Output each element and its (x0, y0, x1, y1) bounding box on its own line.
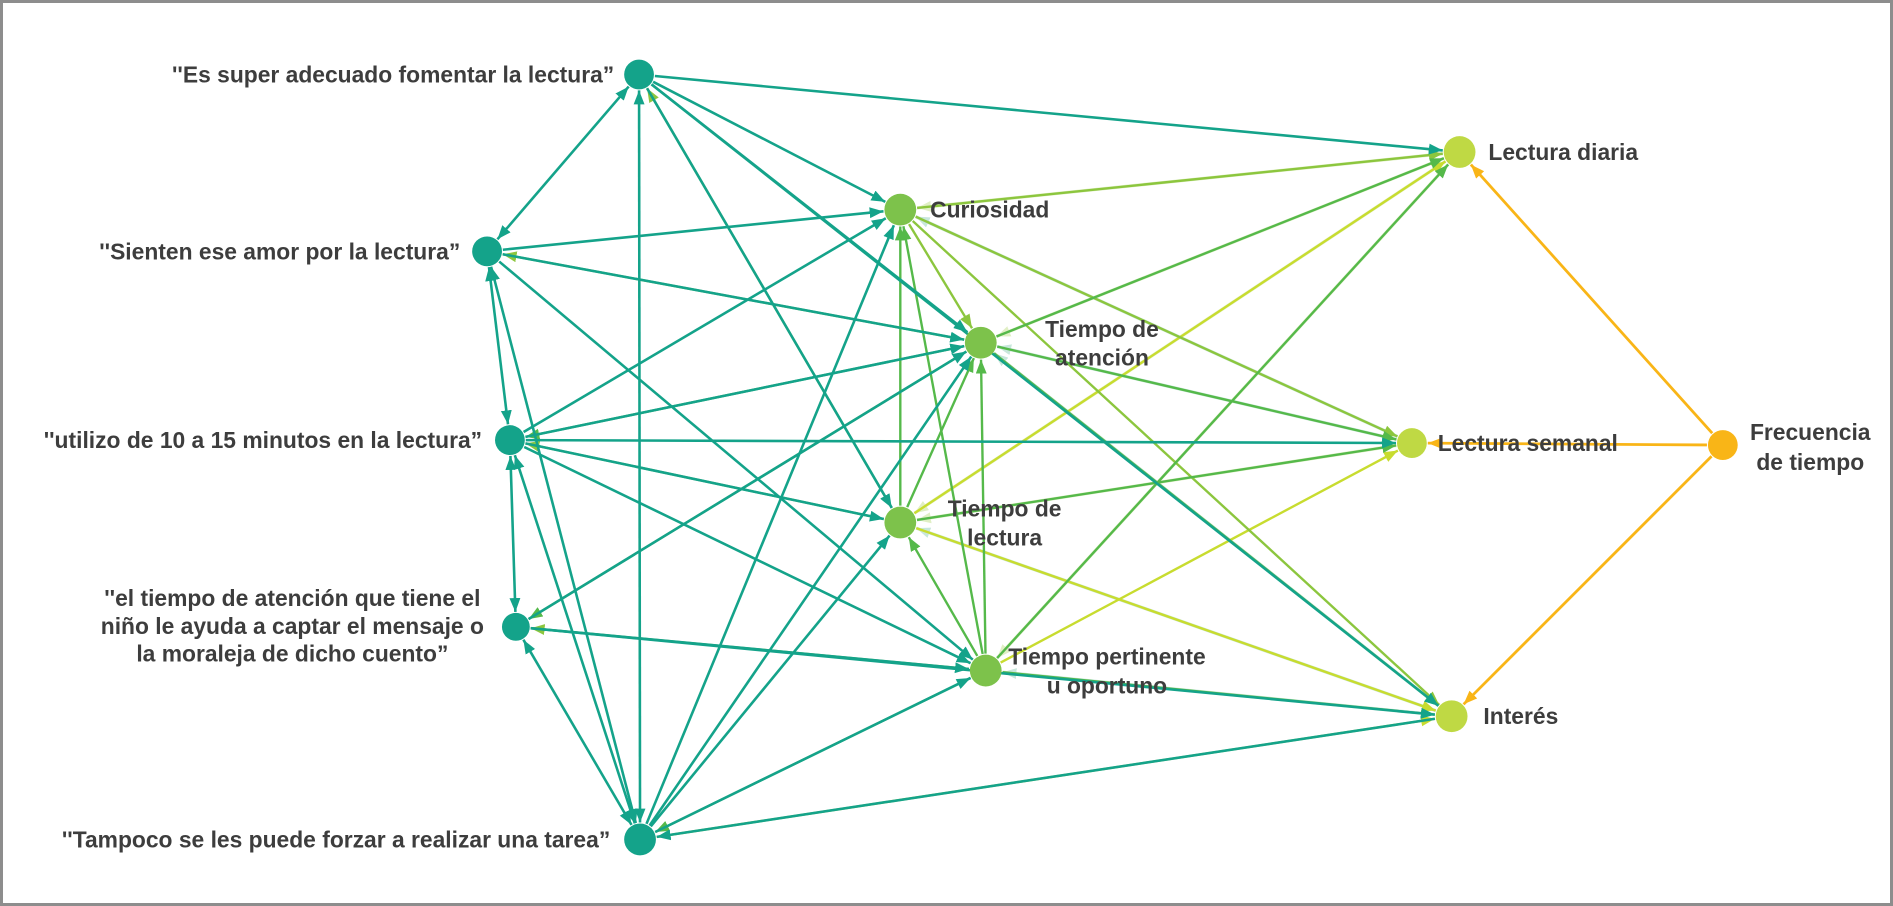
edge-q2-pertinente (498, 260, 974, 661)
edge-q5-lectura (649, 534, 891, 828)
node-curiosidad[interactable] (884, 193, 917, 226)
edge-q5-pertinente (654, 676, 972, 834)
network-graph: ''Es super adecuado fomentar la lectura”… (44, 59, 1871, 856)
edge-q5-atencion (648, 355, 973, 827)
edge-interes-q5 (656, 717, 1436, 841)
edge-q1-q5 (633, 90, 646, 823)
edge-frecuencia-interes (1462, 455, 1713, 706)
node-semanal[interactable] (1396, 428, 1427, 458)
edge-q2-atencion (502, 252, 965, 343)
edge-q3-pertinente (523, 445, 972, 665)
edge-q3-curiosidad (522, 217, 887, 434)
label-q1[interactable]: ''Es super adecuado fomentar la lectura” (172, 61, 614, 87)
edge-q3-q5 (513, 454, 637, 824)
node-atencion[interactable] (964, 326, 997, 359)
edge-curiosidad-atencion (908, 223, 974, 329)
edge-frecuencia-diaria (1469, 163, 1714, 435)
label-curiosidad[interactable]: Curiosidad (930, 197, 1049, 223)
edge-q4-q5 (522, 639, 633, 826)
edge-pertinente-lectura (907, 536, 979, 657)
edge-curiosidad-semanal (915, 215, 1398, 438)
label-semanal[interactable]: Lectura semanal (1438, 430, 1618, 456)
edge-q1-interes (650, 83, 1440, 707)
node-diaria[interactable] (1443, 136, 1476, 168)
edge-q5-curiosidad (645, 224, 896, 825)
node-frecuencia[interactable] (1707, 430, 1738, 460)
node-q5[interactable] (624, 823, 656, 856)
edge-atencion-semanal (996, 345, 1397, 442)
edge-atencion-diaria (996, 157, 1445, 338)
edge-lectura-interes (915, 527, 1437, 712)
node-q1[interactable] (624, 59, 654, 90)
label-interes[interactable]: Interés (1483, 703, 1558, 729)
edges (485, 74, 1714, 841)
edge-pertinente-atencion (975, 359, 987, 654)
label-diaria[interactable]: Lectura diaria (1488, 139, 1638, 165)
edge-q1-curiosidad (652, 80, 886, 204)
node-q3[interactable] (495, 425, 525, 455)
edge-q4-atencion (527, 350, 968, 621)
edge-q1-q2 (496, 85, 630, 241)
edge-q3-lectura (525, 442, 885, 522)
edge-q1-lectura (645, 87, 893, 509)
edge-q3-semanal (525, 437, 1397, 449)
edge-q2-curiosidad (502, 207, 884, 252)
edge-frecuencia-semanal (1427, 437, 1707, 449)
label-q2[interactable]: ''Sienten ese amor por la lectura” (99, 238, 460, 264)
node-interes[interactable] (1435, 700, 1468, 733)
edge-q1-diaria (654, 74, 1443, 155)
edge-q3-atencion (525, 343, 965, 439)
edge-pertinente-curiosidad (900, 226, 984, 655)
edge-pertinente-semanal (1000, 449, 1399, 664)
edge-curiosidad-diaria (916, 149, 1443, 210)
label-q3[interactable]: ''utilizo de 10 a 15 minutos en la lectu… (44, 427, 482, 453)
node-pertinente[interactable] (969, 654, 1002, 687)
node-lectura[interactable] (884, 506, 917, 539)
node-labels: ''Es super adecuado fomentar la lectura”… (44, 61, 1871, 852)
nodes (472, 59, 1738, 856)
node-q2[interactable] (472, 236, 502, 267)
label-q5[interactable]: ''Tampoco se les puede forzar a realizar… (62, 826, 610, 852)
edge-pertinente-diaria (996, 163, 1450, 659)
node-q4[interactable] (501, 612, 530, 641)
edge-q3-q4 (505, 455, 521, 612)
